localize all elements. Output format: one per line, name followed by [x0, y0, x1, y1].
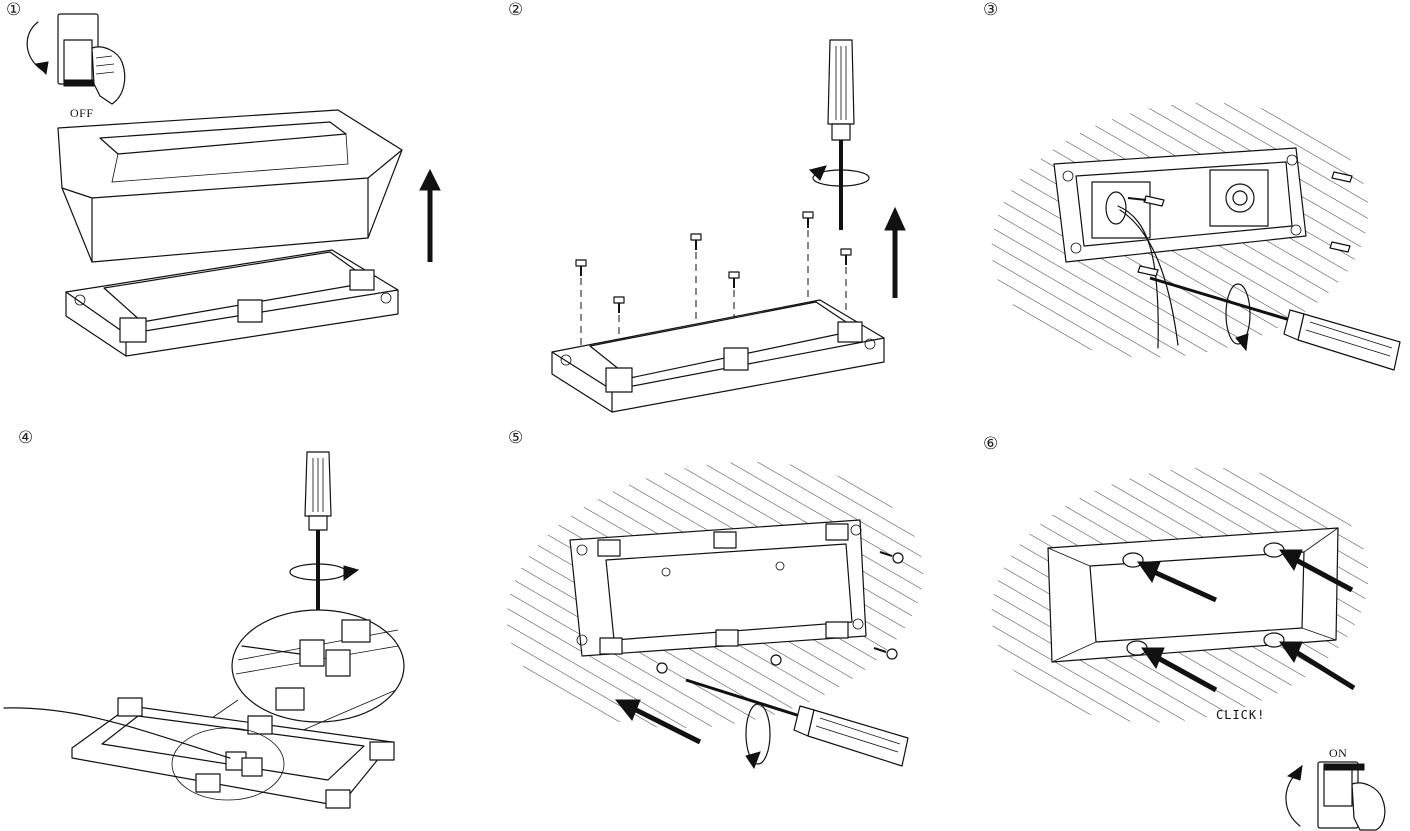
screw-icon — [873, 647, 898, 660]
rotation-arrow-icon — [289, 563, 360, 581]
step-3-illustration — [991, 102, 1401, 371]
base-plate — [551, 299, 885, 413]
screw-icon — [613, 296, 625, 313]
step-2-illustration — [551, 39, 906, 413]
click-label: CLICK! — [1216, 708, 1266, 722]
arrow-icon — [1141, 647, 1218, 693]
screwdriver-icon — [304, 451, 332, 612]
lift-arrow-icon — [884, 206, 906, 298]
step-number-5: ⑤ — [508, 428, 524, 448]
screw-icons — [575, 211, 852, 313]
switch-on-label: ON — [1329, 746, 1348, 760]
screw-icon — [575, 259, 587, 276]
screwdriver-icon — [685, 678, 909, 767]
screw-icon — [1127, 195, 1165, 207]
step-6-illustration — [991, 467, 1386, 831]
lift-arrow-icon — [419, 168, 441, 262]
step-5-illustration — [506, 461, 924, 770]
screw-icon — [1329, 241, 1351, 253]
base-plate — [65, 249, 399, 357]
arrow-icon — [1137, 561, 1218, 603]
step-number-2: ② — [508, 0, 524, 20]
screw-icons — [1127, 171, 1353, 277]
push-arrow-icons — [1137, 549, 1356, 693]
step-number-1: ① — [6, 0, 22, 20]
base-plate — [71, 697, 395, 809]
base-plate-mounted — [569, 519, 867, 657]
screw-icon — [1331, 171, 1353, 183]
screw-icons — [656, 551, 904, 674]
screw-icon — [690, 233, 702, 250]
screwdriver-icon — [827, 39, 855, 230]
screw-icon — [728, 271, 740, 288]
screw-icon — [656, 662, 668, 674]
screw-icon — [879, 551, 904, 564]
power-switch-off-icon — [26, 13, 126, 105]
step-number-4: ④ — [18, 428, 34, 448]
screwdriver-icon — [1149, 276, 1401, 371]
arrow-icon — [1279, 641, 1356, 691]
screw-icon — [840, 248, 852, 265]
rotation-arrow-icon — [1225, 283, 1251, 352]
cover-frame-mounted — [1047, 527, 1339, 663]
rotation-arrow-icon — [745, 703, 771, 770]
step-1-illustration — [26, 13, 441, 357]
terminal-zoom-circle — [231, 609, 405, 723]
screw-icon — [770, 654, 782, 666]
base-plate-mounted — [1053, 147, 1307, 263]
screw-icon — [1137, 265, 1159, 277]
cover-frame — [57, 109, 403, 263]
step-4-illustration — [3, 451, 405, 809]
switch-off-label: OFF — [70, 106, 94, 120]
step-number-6: ⑥ — [983, 434, 999, 454]
push-arrow-icon — [614, 699, 702, 745]
rotation-arrow-icon — [809, 165, 870, 187]
power-switch-on-icon — [1285, 761, 1386, 831]
arrow-icon — [1279, 549, 1354, 593]
step-number-3: ③ — [983, 0, 999, 20]
screw-icon — [802, 211, 814, 228]
